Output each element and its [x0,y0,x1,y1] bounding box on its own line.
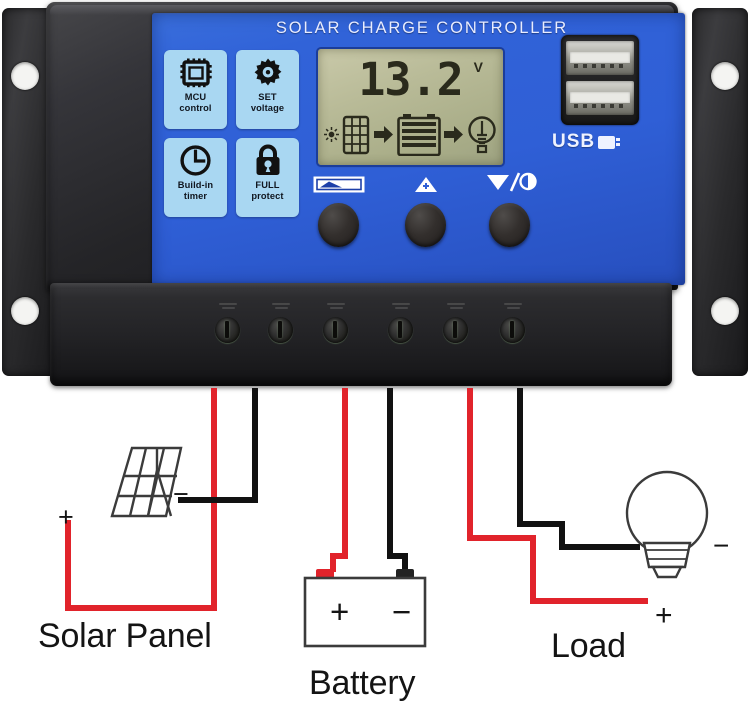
mounting-flange-right [692,8,748,376]
terminal-label-battery-positive [323,301,349,314]
badge-label-line2: timer [183,190,208,201]
usb-port-upper[interactable] [566,41,634,75]
badge-build-in-timer: Build-in timer [164,138,227,217]
up-button[interactable] [405,203,446,247]
down-triangle-contrast-icon [480,171,540,192]
badge-label-line1: SET [258,92,277,102]
up-triangle-plus-icon [399,176,453,193]
terminal-screw-load-negative[interactable] [500,317,525,343]
solar-charge-controller-device: SOLAR CHARGE CONTROLLER [2,2,748,386]
badge-label-line2: voltage [250,102,285,113]
terminal-label-load-negative [500,301,526,314]
light-bulb-icon [467,115,497,160]
battery-plus-sign: + [330,593,350,630]
caption-solar-panel: Solar Panel [38,617,212,655]
usb-port-lower[interactable] [566,81,634,115]
padlock-icon [249,143,287,178]
clock-icon [177,143,215,178]
mounting-hole-bottom-right [711,297,739,325]
load-minus-sign: − [713,530,730,561]
arrow-right-icon [444,126,464,148]
terminal-block [50,283,672,386]
device-title: SOLAR CHARGE CONTROLLER [275,19,569,37]
terminal-screw-battery-positive[interactable] [323,317,348,343]
usb-label: USB [552,131,596,152]
battery-minus-sign: − [392,593,412,630]
terminal-label-battery-negative [388,301,414,314]
badge-set-voltage: SET voltage [236,50,299,129]
lcd-voltage-value: 13.2 [358,53,463,106]
controller-housing: SOLAR CHARGE CONTROLLER [46,2,685,290]
menu-button[interactable] [318,203,359,247]
wire-battery-negative [387,388,408,572]
solar-panel-graphic [110,446,183,518]
caption-load: Load [551,627,626,665]
mounting-hole-bottom-left [11,297,39,325]
usb-label-group: USB [552,131,648,153]
down-button[interactable] [489,203,530,247]
badge-label-line1: Build-in [177,180,214,190]
usb-plug-icon [598,135,621,149]
terminal-label-pv-positive [215,301,241,314]
badge-mcu-control: MCU control [164,50,227,129]
badge-full-protect: FULL protect [236,138,299,217]
solar-panel-icon [342,115,370,160]
light-bulb-graphic [625,470,709,579]
badge-label-line2: protect [251,190,284,201]
terminal-screw-battery-negative[interactable] [388,317,413,343]
solar-panel-plus-sign: + [58,502,74,532]
terminal-screw-pv-positive[interactable] [215,317,240,343]
wire-battery-positive [330,388,348,572]
screen-back-icon [312,176,366,193]
chip-icon [177,55,215,90]
usb-port-block[interactable] [561,35,639,125]
terminal-screw-load-positive[interactable] [443,317,468,343]
caption-battery: Battery [309,664,416,702]
battery-positive-post [316,569,334,579]
badge-label-line1: FULL [255,180,280,190]
badge-label-line1: MCU [184,92,207,102]
badge-label-line2: control [179,102,212,113]
terminal-label-pv-negative [268,301,294,314]
lcd-voltage-unit: V [473,59,483,75]
gear-icon [249,55,287,90]
mounting-hole-top-left [11,62,39,90]
wire-load-negative [517,388,640,550]
terminal-screw-pv-negative[interactable] [268,317,293,343]
lcd-display: 13.2 V [318,49,503,165]
sun-icon [323,127,339,147]
wire-pv-negative [178,388,258,503]
wire-pv-positive [65,388,217,611]
mounting-hole-top-right [711,62,739,90]
battery-icon [396,113,441,161]
wire-load-positive [467,388,648,604]
solar-panel-minus-sign: − [173,479,189,509]
arrow-right-icon [374,126,394,148]
terminal-label-load-positive [443,301,469,314]
load-plus-sign: + [655,599,673,632]
controller-faceplate: SOLAR CHARGE CONTROLLER [152,13,685,285]
battery-negative-post [396,569,414,579]
